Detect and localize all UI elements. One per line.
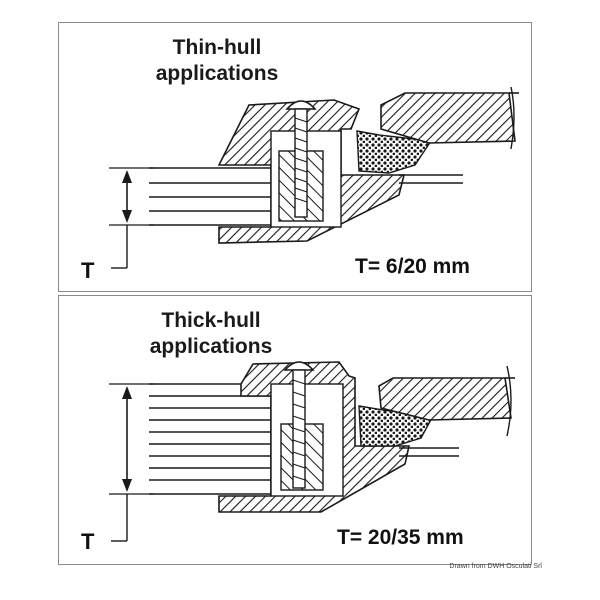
- hull-layers: [149, 383, 272, 495]
- thick-hull-diagram: [109, 361, 515, 542]
- credit-text: Drawn from DWH Osculati Srl: [449, 563, 542, 570]
- thickness-dimension: [109, 383, 154, 542]
- window-pane: [378, 365, 515, 457]
- screw: [285, 100, 317, 218]
- panel-title: Thin-hull applications: [155, 36, 279, 85]
- thickness-label: T: [81, 529, 95, 554]
- screw: [283, 361, 315, 489]
- thickness-dimension: [109, 167, 154, 269]
- rubber-seal: [356, 130, 433, 174]
- panel-title: Thick-hull applications: [149, 309, 273, 358]
- thickness-label: T: [81, 258, 95, 283]
- thickness-range: T= 6/20 mm: [355, 255, 470, 278]
- thin-hull-diagram: [109, 86, 519, 269]
- thin-hull-panel: Thin-hull applications T T= 6/20 mm: [58, 22, 532, 292]
- hull-layers: [149, 167, 271, 226]
- window-pane: [380, 86, 519, 184]
- thick-hull-panel: Thick-hull applications T T= 20/35 mm: [58, 295, 532, 565]
- thickness-range: T= 20/35 mm: [337, 526, 464, 549]
